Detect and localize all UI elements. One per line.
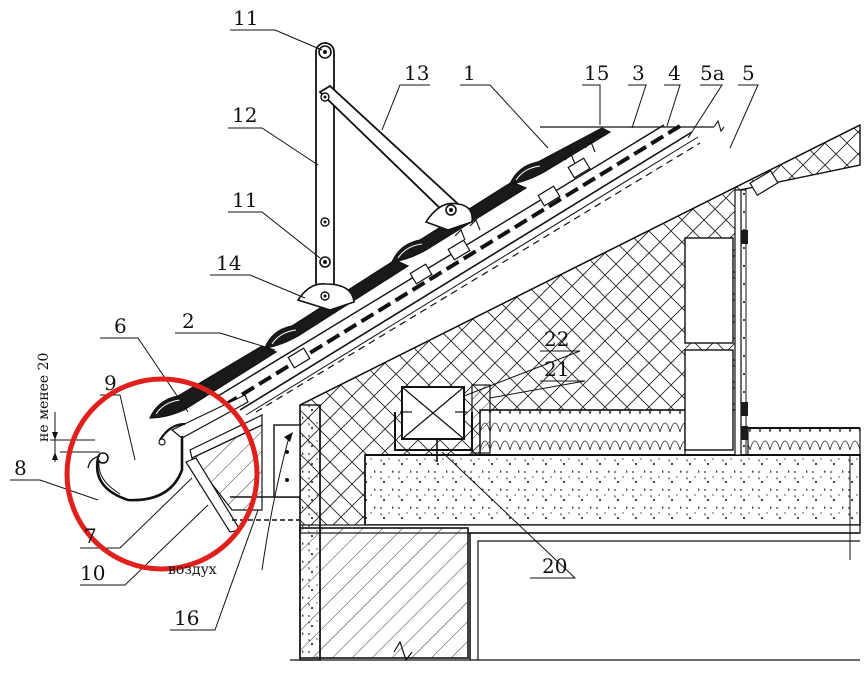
label-4: 4 bbox=[668, 61, 681, 85]
air-label: воздух bbox=[168, 562, 217, 578]
leader-lines bbox=[10, 29, 759, 631]
floor-slab bbox=[299, 524, 861, 660]
attic-floor-insulation bbox=[479, 409, 861, 456]
label-15: 15 bbox=[584, 61, 609, 85]
mauerlat-beam-22 bbox=[394, 384, 491, 462]
gutter bbox=[87, 422, 186, 502]
label-2: 2 bbox=[182, 309, 195, 333]
eave-assembly bbox=[170, 394, 301, 571]
roof-ladder bbox=[296, 42, 474, 311]
concrete-slab bbox=[364, 454, 861, 526]
label-22: 22 bbox=[544, 327, 569, 351]
bolt-holes bbox=[318, 45, 457, 301]
label-6: 6 bbox=[114, 314, 127, 338]
min-gap-label: не менее 20 bbox=[36, 353, 52, 442]
label-14: 14 bbox=[216, 251, 241, 275]
label-11-middle: 11 bbox=[232, 188, 257, 212]
highlight-circle bbox=[64, 376, 260, 572]
label-3: 3 bbox=[632, 61, 645, 85]
label-1: 1 bbox=[463, 61, 476, 85]
min-gap-dimension bbox=[50, 412, 100, 462]
label-10: 10 bbox=[80, 561, 105, 585]
external-wall bbox=[290, 404, 860, 662]
label-16: 16 bbox=[174, 606, 199, 630]
label-5: 5 bbox=[742, 61, 755, 85]
callout-labels: 11 13 1 15 3 4 5а 5 12 11 14 2 6 22 21 9… bbox=[14, 6, 755, 630]
label-5a: 5а bbox=[700, 61, 725, 85]
label-9: 9 bbox=[104, 371, 117, 395]
label-13: 13 bbox=[404, 61, 429, 85]
label-11-top: 11 bbox=[233, 6, 258, 30]
attic-wall bbox=[684, 189, 851, 560]
label-21: 21 bbox=[544, 357, 569, 381]
label-12: 12 bbox=[232, 103, 257, 127]
label-7: 7 bbox=[84, 524, 97, 548]
label-20: 20 bbox=[542, 554, 567, 578]
label-8: 8 bbox=[14, 456, 27, 480]
